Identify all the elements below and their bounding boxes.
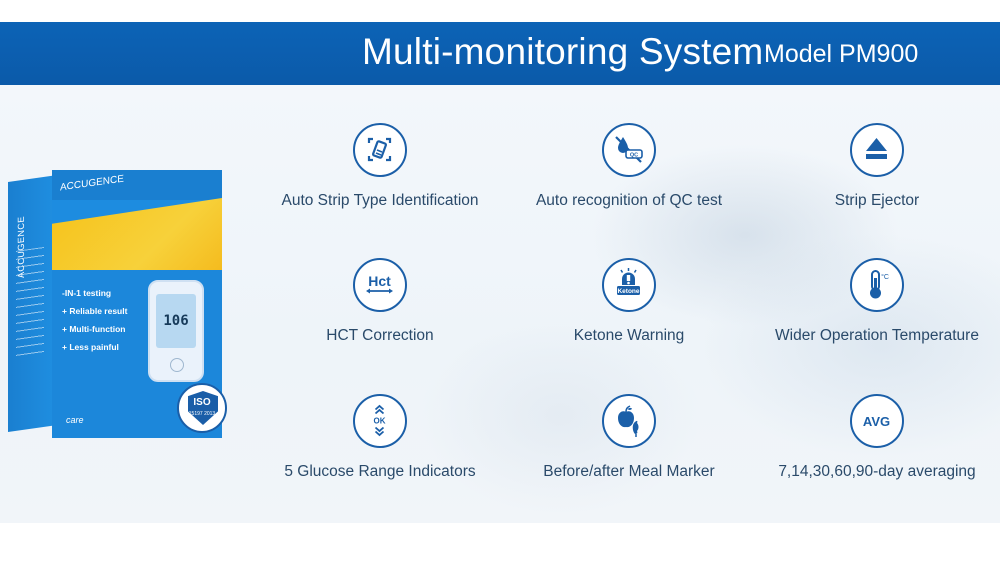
page-title: Multi-monitoring System: [362, 31, 764, 72]
avg-icon: AVG: [850, 394, 904, 448]
feature-label: HCT Correction: [326, 327, 434, 344]
box-feature-2: + Reliable result: [62, 306, 128, 316]
avg-icon-text: AVG: [863, 414, 890, 429]
box-top-panel: ACCUGENCE: [52, 170, 222, 200]
meter-screen: 106: [156, 294, 196, 348]
thermometer-icon: °C: [850, 258, 904, 312]
top-margin: [0, 0, 1000, 22]
range-indicator-icon: OK: [353, 394, 407, 448]
glucose-meter-image: 106: [148, 280, 204, 382]
feature-label: Before/after Meal Marker: [543, 463, 715, 480]
header-banner: Multi-monitoring System Model PM900: [0, 22, 1000, 85]
box-front-brand: ACCUGENCE: [60, 173, 124, 194]
celsius-icon-text: °C: [881, 273, 889, 281]
ok-icon-text: OK: [374, 417, 386, 426]
ketone-alarm-icon: Ketone: [602, 258, 656, 312]
box-side-text-lines: [16, 246, 44, 361]
feature-label: Wider Operation Temperature: [775, 327, 979, 344]
feature-label: Ketone Warning: [573, 327, 685, 344]
meter-button: [170, 358, 184, 372]
feature-label: Strip Ejector: [834, 192, 920, 209]
box-side-panel: ACCUGENCE: [8, 175, 54, 432]
box-feature-1: -IN-1 testing: [62, 288, 112, 298]
box-feature-3: + Multi-function: [62, 324, 126, 334]
feature-label: Auto Strip Type Identification: [281, 192, 479, 209]
eject-icon: [850, 123, 904, 177]
feature-label: 5 Glucose Range Indicators: [284, 463, 476, 480]
qc-drop-icon: QC: [602, 123, 656, 177]
hct-icon: Hct: [353, 258, 407, 312]
feature-label: Auto recognition of QC test: [535, 192, 723, 209]
iso-badge: ISO 15197 2013: [177, 383, 227, 433]
iso-standard: 15197 2013: [188, 411, 216, 417]
care-logo: care: [66, 415, 84, 425]
iso-label: ISO: [193, 397, 211, 408]
product-box-image: ACCUGENCE ACCUGENCE -IN-1 testing + Reli…: [8, 170, 223, 440]
apple-icon: [602, 394, 656, 448]
model-name: Model PM900: [764, 40, 919, 68]
svg-text:QC: QC: [630, 153, 638, 159]
hct-icon-text: Hct: [368, 273, 391, 289]
strip-scan-icon: [353, 123, 407, 177]
bottom-margin: [0, 523, 1000, 571]
feature-label: 7,14,30,60,90-day averaging: [778, 463, 976, 480]
ketone-icon-text: Ketone: [617, 288, 639, 295]
box-feature-4: + Less painful: [62, 342, 119, 352]
